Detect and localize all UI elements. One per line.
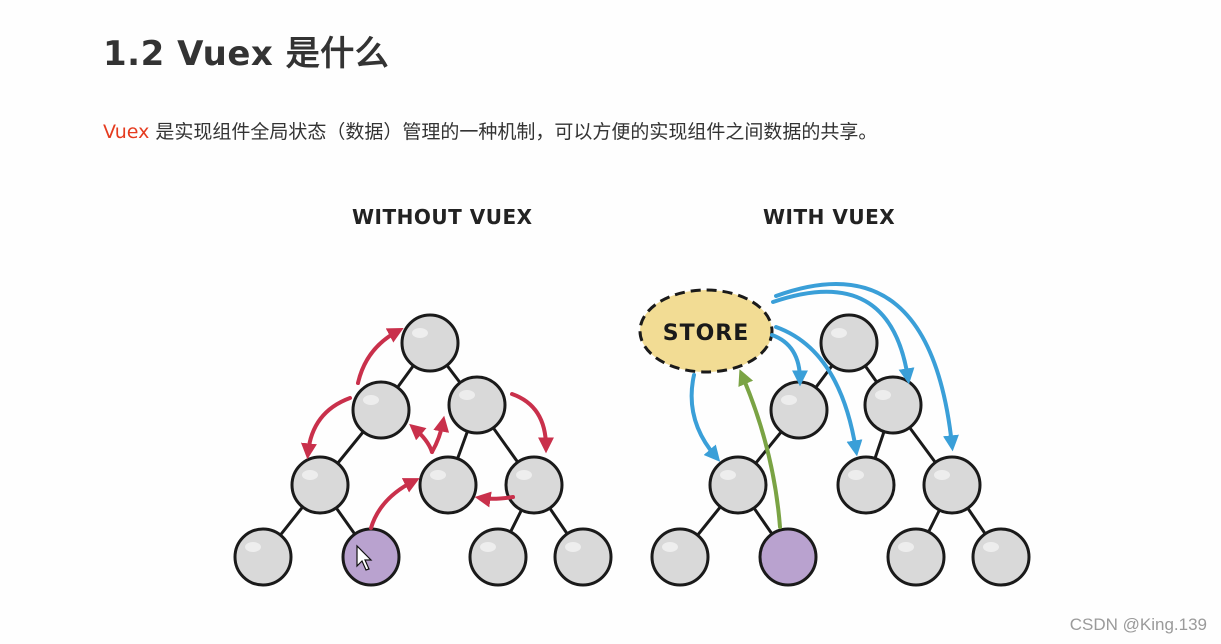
tree-node	[971, 527, 1031, 587]
store-blob	[638, 288, 774, 374]
blue-arrow	[771, 289, 915, 385]
tree-node	[418, 455, 478, 515]
tree-node	[233, 527, 293, 587]
green-arrow	[738, 369, 782, 529]
tree-node	[650, 527, 710, 587]
node-highlights	[245, 328, 581, 552]
tree-node	[290, 455, 350, 515]
tree-node	[819, 313, 879, 373]
red-arrows	[300, 327, 554, 530]
red-arrow	[356, 327, 404, 385]
tree-node	[922, 455, 982, 515]
blue-arrow	[770, 333, 808, 387]
blue-arrow	[774, 325, 863, 457]
red-arrow	[430, 415, 450, 454]
tree-node	[447, 375, 507, 435]
node-highlights	[662, 328, 999, 552]
tree-node	[468, 527, 528, 587]
tree-nodes	[233, 313, 613, 587]
description-text: 是实现组件全局状态（数据）管理的一种机制，可以方便的实现组件之间数据的共享。	[149, 121, 878, 143]
tree-node	[504, 455, 564, 515]
red-arrow	[369, 478, 420, 530]
store-label: STORE	[663, 321, 750, 346]
tree-node	[886, 527, 946, 587]
purple-source-node	[758, 527, 818, 587]
blue-arrow	[774, 282, 959, 452]
description: Vuex 是实现组件全局状态（数据）管理的一种机制，可以方便的实现组件之间数据的…	[103, 117, 877, 144]
red-arrow	[300, 396, 352, 460]
purple-source-node	[341, 527, 401, 587]
without-vuex-label: WITHOUT VUEX	[352, 205, 533, 229]
blue-arrow	[689, 373, 721, 462]
tree-node	[769, 380, 829, 440]
tree-edges	[261, 341, 585, 559]
red-arrow	[510, 392, 554, 454]
tree-node	[400, 313, 460, 373]
without-vuex-tree	[233, 313, 613, 587]
with-vuex-label: WITH VUEX	[763, 205, 896, 229]
red-arrow	[474, 491, 515, 508]
watermark: CSDN @King.139	[1069, 615, 1207, 634]
vuex-highlight: Vuex	[103, 121, 150, 143]
tree-edges	[678, 341, 1003, 559]
tree-node	[863, 375, 923, 435]
mouse-cursor-icon	[356, 544, 373, 571]
tree-node	[553, 527, 613, 587]
tree-node	[351, 380, 411, 440]
tree-node	[708, 455, 768, 515]
blue-arrows	[689, 282, 959, 462]
tree-node	[836, 455, 896, 515]
page-title: 1.2 Vuex 是什么	[103, 34, 390, 74]
red-arrow	[409, 423, 434, 454]
